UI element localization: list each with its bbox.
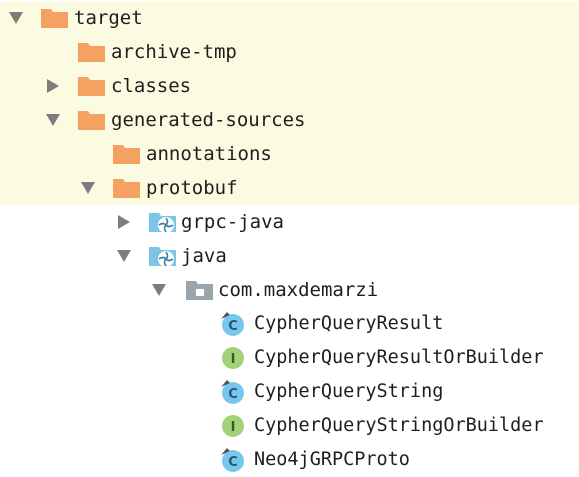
tree-item-label: CypherQueryResultOrBuilder	[254, 347, 544, 368]
expand-arrow-icon[interactable]	[149, 273, 169, 307]
class-icon: C	[220, 443, 246, 477]
folder-icon	[41, 1, 68, 35]
folder-icon	[78, 35, 105, 69]
tree-item-label: CypherQueryString	[254, 381, 444, 402]
tree-item-label: grpc-java	[181, 211, 284, 233]
tree-item-cypher-query-result[interactable]: C CypherQueryResult	[0, 307, 579, 341]
tree-item-neo4j-grpc-proto[interactable]: C Neo4jGRPCProto	[0, 443, 579, 477]
tree-item-cypher-query-result-or-builder[interactable]: I CypherQueryResultOrBuilder	[0, 341, 579, 375]
tree-item-label: com.maxdemarzi	[218, 279, 379, 301]
tree-item-label: classes	[111, 75, 192, 97]
tree-item-java[interactable]: java	[0, 239, 579, 273]
tree-item-label: annotations	[146, 143, 272, 165]
tree-item-archive-tmp[interactable]: archive-tmp	[0, 35, 579, 69]
interface-icon: I	[220, 409, 246, 443]
expand-arrow-icon[interactable]	[43, 103, 63, 137]
tree-item-label: Neo4jGRPCProto	[254, 449, 410, 470]
svg-text:C: C	[228, 387, 238, 402]
svg-text:I: I	[231, 352, 236, 367]
tree-item-cypher-query-string-or-builder[interactable]: I CypherQueryStringOrBuilder	[0, 409, 579, 443]
tree-item-generated-sources[interactable]: generated-sources	[0, 103, 579, 137]
expand-arrow-icon[interactable]	[6, 1, 26, 35]
folder-icon	[113, 137, 140, 171]
tree-item-target[interactable]: target	[0, 1, 579, 35]
tree-item-label: CypherQueryResult	[254, 313, 444, 334]
package-icon	[186, 273, 213, 307]
tree-item-label: generated-sources	[111, 109, 306, 131]
folder-icon	[113, 171, 140, 205]
folder-icon	[78, 69, 105, 103]
tree-item-label: protobuf	[146, 177, 238, 199]
tree-item-com-maxdemarzi[interactable]: com.maxdemarzi	[0, 273, 579, 307]
tree-item-classes[interactable]: classes	[0, 69, 579, 103]
tree-item-label: CypherQueryStringOrBuilder	[254, 415, 544, 436]
tree-item-label: archive-tmp	[111, 41, 237, 63]
expand-arrow-icon[interactable]	[78, 171, 98, 205]
svg-text:C: C	[228, 319, 238, 334]
expand-arrow-icon[interactable]	[43, 69, 63, 103]
source-folder-icon	[149, 239, 177, 273]
class-icon: C	[220, 375, 246, 409]
tree-item-label: target	[74, 7, 143, 29]
tree-item-annotations[interactable]: annotations	[0, 137, 579, 171]
expand-arrow-icon[interactable]	[114, 239, 134, 273]
tree-item-label: java	[181, 245, 227, 267]
folder-icon	[78, 103, 105, 137]
tree-item-cypher-query-string[interactable]: C CypherQueryString	[0, 375, 579, 409]
source-folder-icon	[149, 205, 177, 239]
interface-icon: I	[220, 341, 246, 375]
svg-text:I: I	[231, 420, 236, 435]
tree-item-protobuf[interactable]: protobuf	[0, 171, 579, 205]
tree-item-grpc-java[interactable]: grpc-java	[0, 205, 579, 239]
svg-text:C: C	[228, 455, 238, 470]
class-icon: C	[220, 307, 246, 341]
expand-arrow-icon[interactable]	[114, 205, 134, 239]
